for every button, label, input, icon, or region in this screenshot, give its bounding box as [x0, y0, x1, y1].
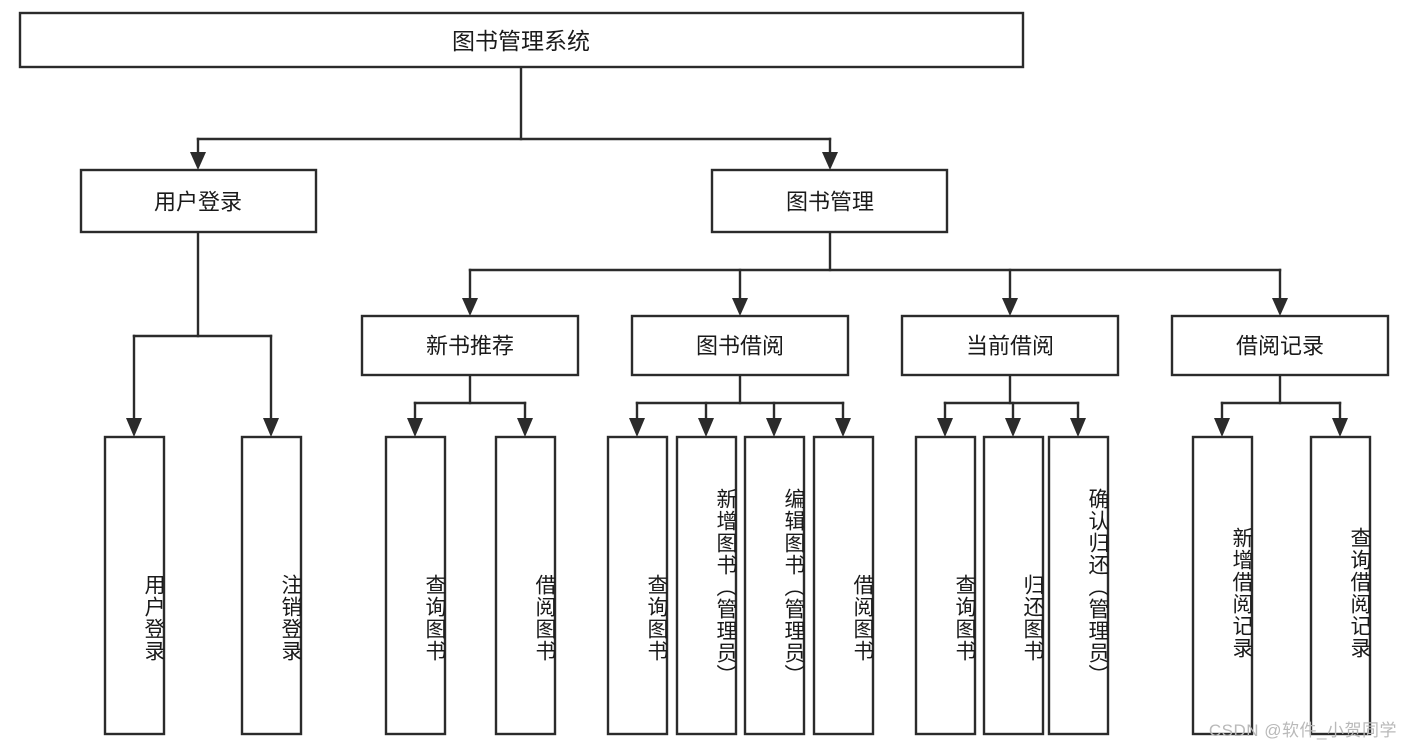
- leaf-box-borrow-record-1[interactable]: [1309, 435, 1372, 736]
- leaf-box-book-borrow-1[interactable]: [675, 435, 738, 736]
- node-borrow-record[interactable]: 借阅记录: [1170, 314, 1390, 377]
- node-book-management-label: 图书管理: [786, 190, 874, 215]
- leaf-box-user-login-1[interactable]: [240, 435, 303, 736]
- node-root[interactable]: 图书管理系统: [18, 11, 1025, 69]
- node-book-management[interactable]: 图书管理: [710, 168, 949, 234]
- leaf-boxes-book-borrow: [606, 435, 875, 736]
- node-new-book-recommend[interactable]: 新书推荐: [360, 314, 580, 377]
- node-book-borrow-label: 图书借阅: [696, 334, 784, 359]
- node-current-borrow[interactable]: 当前借阅: [900, 314, 1120, 377]
- leaf-box-current-borrow-2[interactable]: [1047, 435, 1110, 736]
- node-book-borrow[interactable]: 图书借阅: [630, 314, 850, 377]
- leaf-boxes-borrow-record: [1191, 435, 1372, 736]
- leaf-box-book-borrow-3[interactable]: [812, 435, 875, 736]
- leaf-box-new-book-0[interactable]: [384, 435, 447, 736]
- connector-newbook-to-leaves: [407, 373, 533, 437]
- leaf-box-book-borrow-2[interactable]: [743, 435, 806, 736]
- node-current-borrow-label: 当前借阅: [966, 334, 1054, 359]
- leaf-box-current-borrow-0[interactable]: [914, 435, 977, 736]
- connector-bookmgmt-to-level3: [462, 230, 1288, 316]
- node-borrow-record-label: 借阅记录: [1236, 334, 1324, 359]
- leaf-boxes-current-borrow: [914, 435, 1110, 736]
- connector-borrowrecord-to-leaves: [1214, 373, 1348, 437]
- leaf-boxes-user-login: [103, 435, 303, 736]
- connector-root-to-level2: [190, 65, 838, 170]
- connector-userlogin-to-leaves: [126, 230, 279, 437]
- connector-bookborrow-to-leaves: [629, 373, 851, 437]
- node-root-label: 图书管理系统: [452, 28, 590, 54]
- leaf-box-user-login-0[interactable]: [103, 435, 166, 736]
- connector-currentborrow-to-leaves: [937, 373, 1086, 437]
- node-user-login-label: 用户登录: [154, 190, 242, 215]
- leaf-box-current-borrow-1[interactable]: [982, 435, 1045, 736]
- node-new-book-recommend-label: 新书推荐: [426, 334, 514, 359]
- leaf-box-new-book-1[interactable]: [494, 435, 557, 736]
- leaf-box-borrow-record-0[interactable]: [1191, 435, 1254, 736]
- csdn-watermark: CSDN @软件_小贺同学: [1208, 721, 1397, 740]
- leaf-boxes-new-book-recommend: [384, 435, 557, 736]
- leaf-box-book-borrow-0[interactable]: [606, 435, 669, 736]
- node-user-login[interactable]: 用户登录: [79, 168, 318, 234]
